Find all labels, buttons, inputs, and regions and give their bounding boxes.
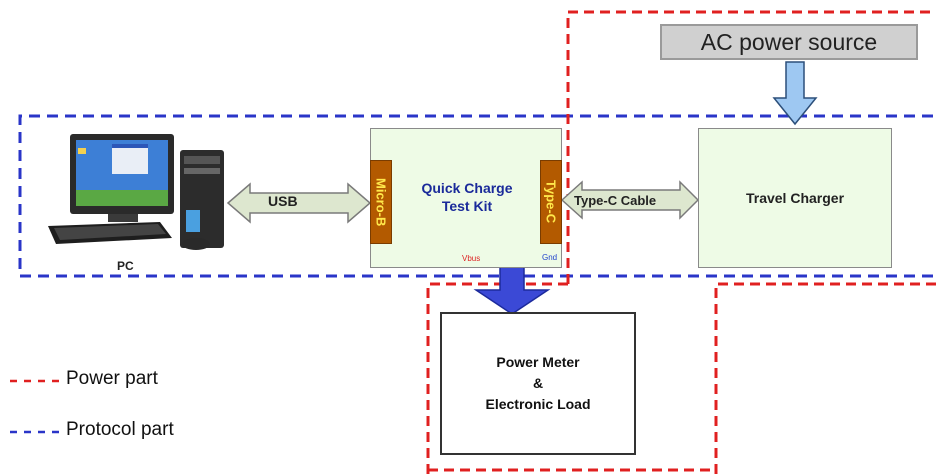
micro-b-label: Micro-B xyxy=(373,177,389,227)
power-meter-label: Power Meter & Electronic Load xyxy=(485,354,591,412)
type-c-cable-label: Type-C Cable xyxy=(574,193,657,208)
legend-power-label: Power part xyxy=(66,368,158,389)
test-kit-label: Quick Charge Test Kit xyxy=(421,180,513,214)
power-region-boundary-right xyxy=(714,282,936,474)
micro-b-port: Micro-B xyxy=(370,160,392,244)
power-region-boundary-top xyxy=(566,10,936,284)
pc-label: PC xyxy=(117,259,134,273)
protocol-region-boundary xyxy=(18,114,562,278)
usb-label: USB xyxy=(268,193,298,209)
ac-power-source-label: AC power source xyxy=(700,28,878,55)
travel-charger-label: Travel Charger xyxy=(745,190,845,206)
ac-down-arrow xyxy=(772,61,818,126)
vbus-label: Vbus xyxy=(462,254,481,263)
power-down-arrow xyxy=(473,265,551,315)
type-c-label: Type-C xyxy=(543,180,559,224)
gnd-label: Gnd xyxy=(542,253,558,262)
travel-charger-box: Travel Charger xyxy=(698,128,892,268)
usb-double-arrow xyxy=(226,182,372,224)
pc-icon xyxy=(48,134,224,250)
ac-power-source-box: AC power source xyxy=(660,24,918,60)
quick-charge-test-kit-box: Quick Charge Test Kit xyxy=(370,128,562,268)
legend-protocol-label: Protocol part xyxy=(66,419,174,440)
type-c-port: Type-C xyxy=(540,160,562,244)
legend-swatches xyxy=(10,379,60,434)
power-meter-box: Power Meter & Electronic Load xyxy=(440,312,636,455)
